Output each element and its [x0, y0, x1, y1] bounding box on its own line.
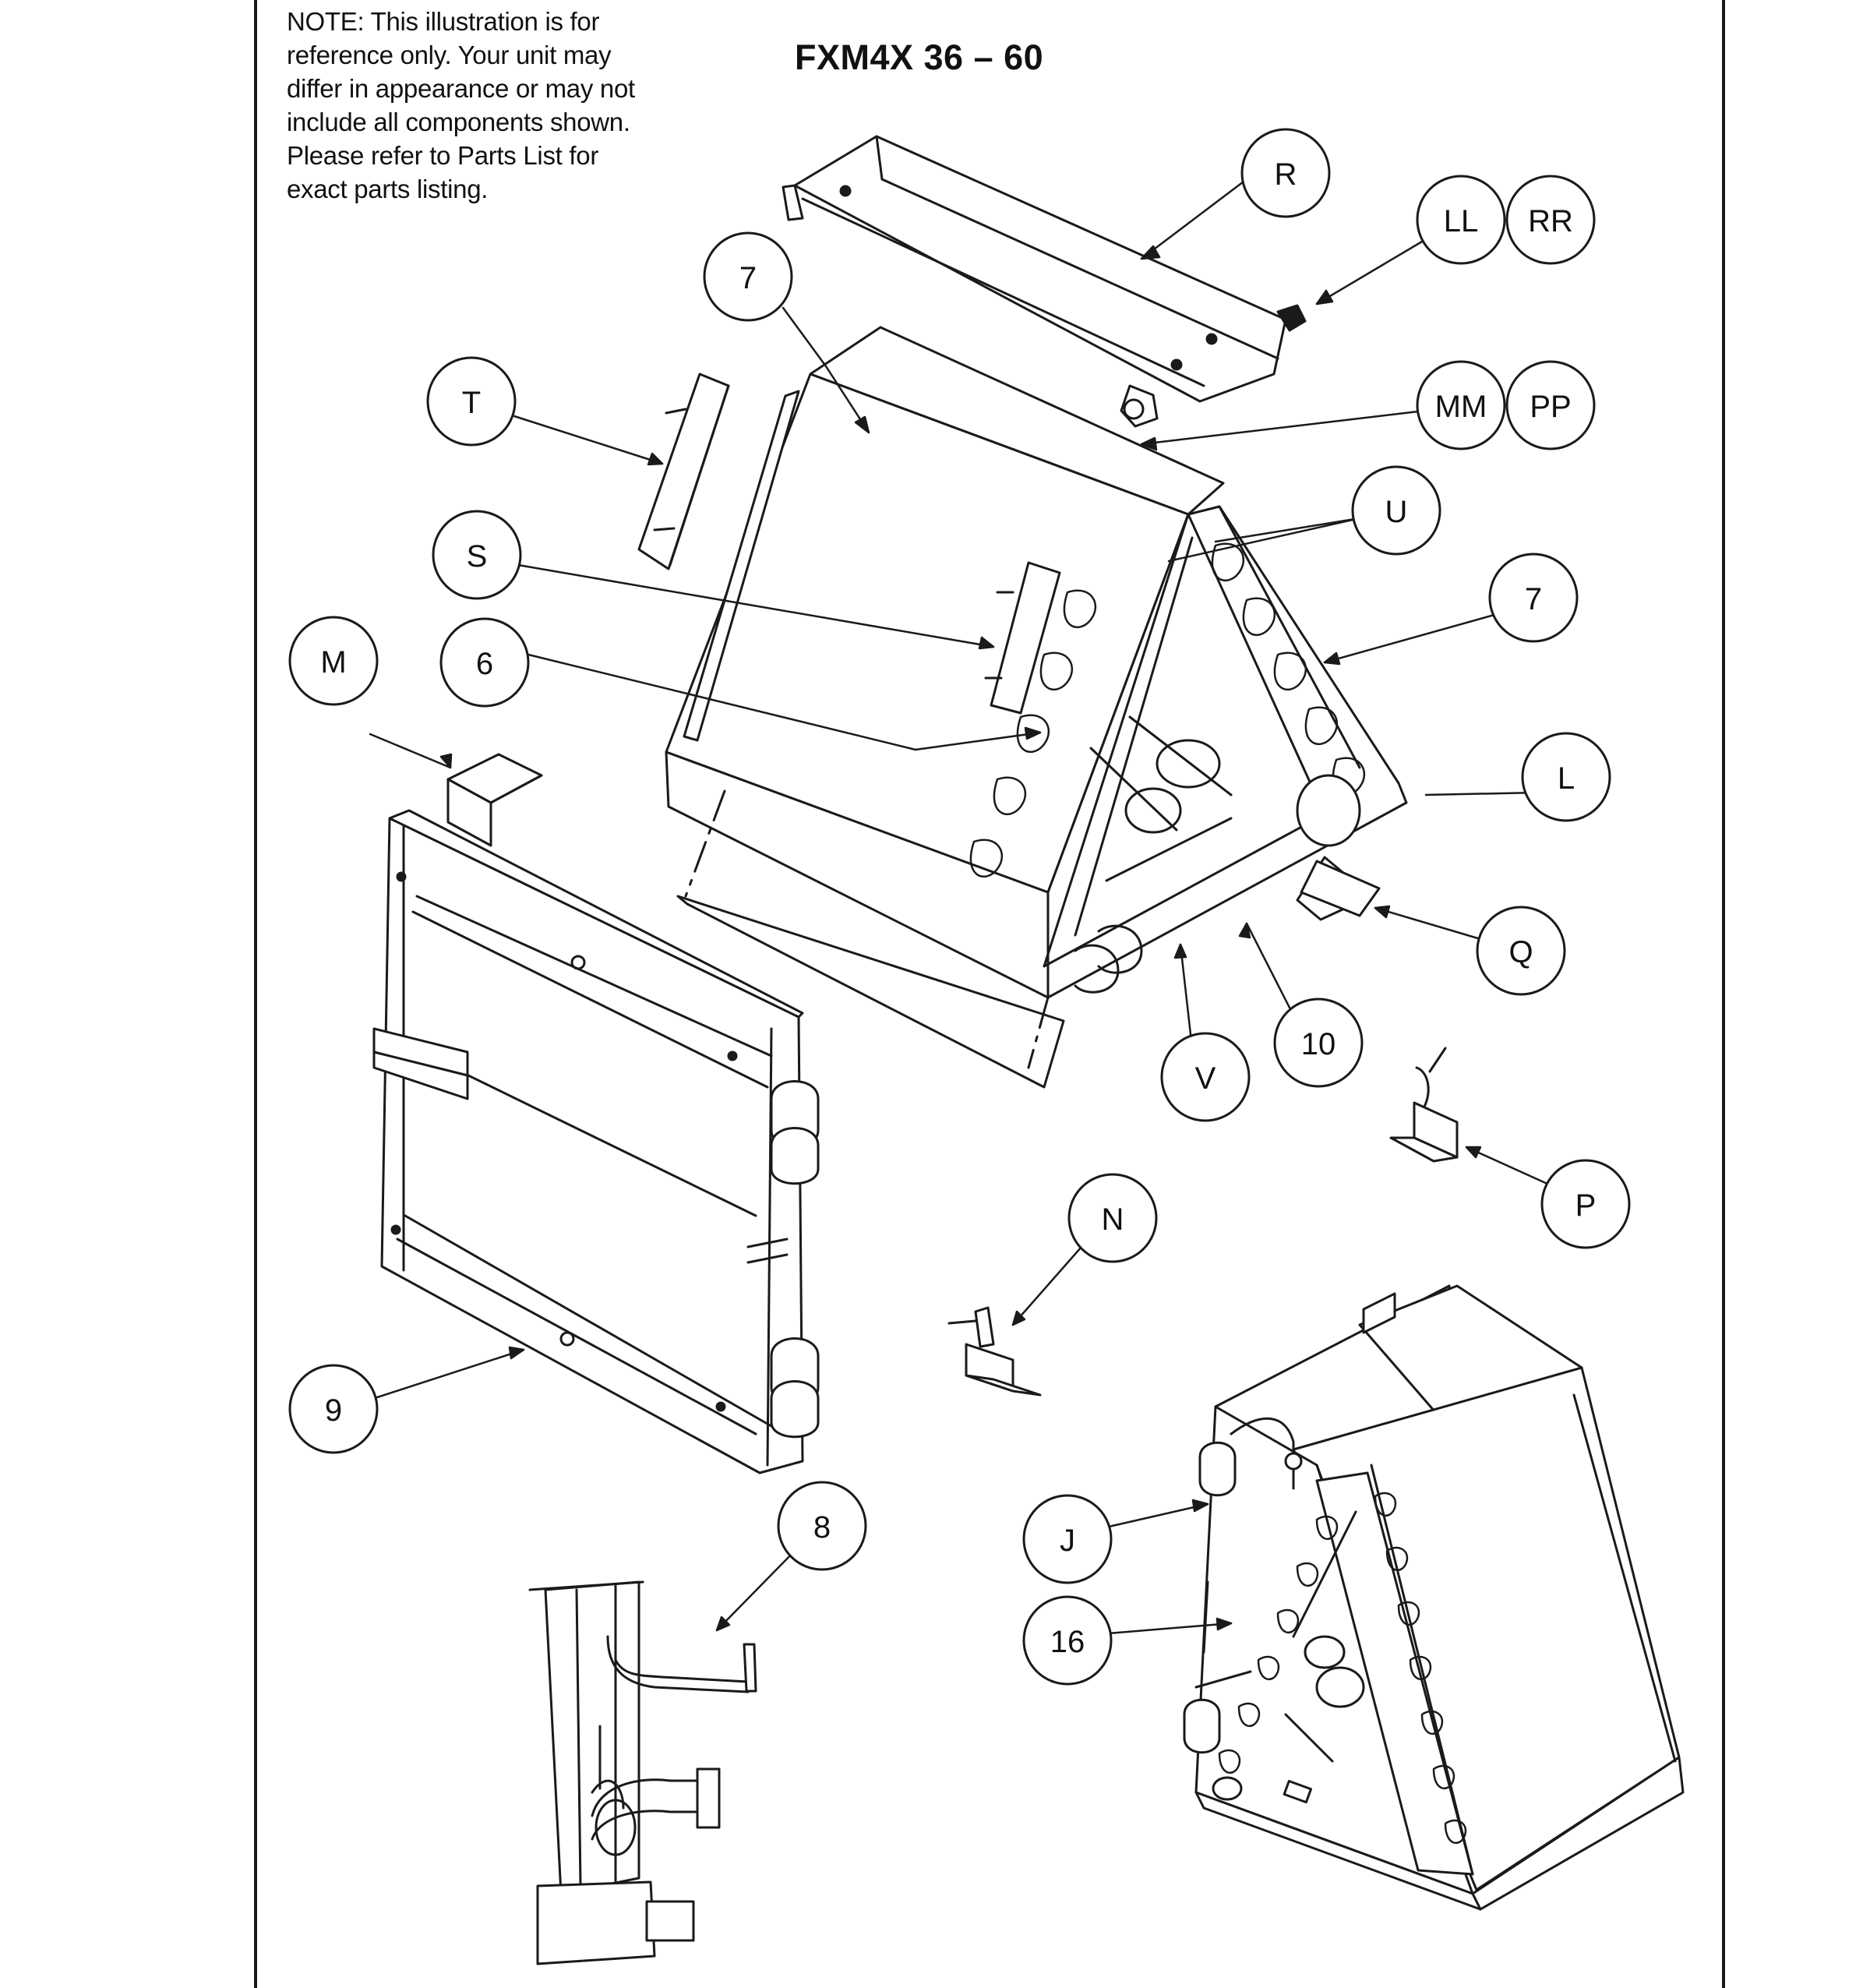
callout-9: 9	[288, 1364, 379, 1454]
callout-S-label: S	[467, 539, 488, 574]
callout-M: M	[288, 616, 379, 706]
callout-J: J	[1022, 1494, 1113, 1584]
callout-L: L	[1521, 732, 1611, 822]
top-rail-part	[782, 135, 1307, 428]
callout-9-label: 9	[325, 1393, 342, 1428]
side-panel-9	[372, 809, 820, 1474]
callout-R-label: R	[1275, 157, 1297, 192]
callout-J-label: J	[1060, 1524, 1075, 1558]
bracket-S	[990, 561, 1061, 715]
callout-T-label: T	[462, 386, 481, 420]
callout-8-label: 8	[813, 1510, 831, 1545]
callout-6: 6	[439, 617, 530, 708]
callout-V-label: V	[1195, 1061, 1216, 1096]
note-line-1: NOTE: This illustration is for	[287, 7, 600, 36]
note-line-2: reference only. Your unit may	[287, 41, 612, 69]
callout-L-label: L	[1558, 761, 1575, 796]
callout-S: S	[432, 510, 522, 600]
callout-Q: Q	[1476, 906, 1566, 996]
reference-note: NOTE: This illustration is for reference…	[287, 5, 692, 206]
callout-P: P	[1540, 1159, 1631, 1249]
plate-Q	[1300, 860, 1381, 917]
callout-T: T	[426, 356, 517, 447]
callout-7-right-label: 7	[1525, 582, 1542, 616]
callout-U-label: U	[1385, 495, 1408, 529]
callout-N-label: N	[1102, 1202, 1124, 1237]
bracket-P	[1389, 1047, 1459, 1163]
bracket-T	[637, 373, 730, 570]
distributor-assembly-8	[528, 1580, 757, 1965]
bracket-N	[947, 1306, 1042, 1397]
callout-8: 8	[777, 1481, 867, 1571]
callout-16: 16	[1022, 1595, 1113, 1686]
callout-Q-label: Q	[1508, 935, 1533, 969]
callout-10-label: 10	[1301, 1027, 1336, 1061]
callout-MM-label: MM	[1435, 390, 1487, 424]
callout-7-top-label: 7	[739, 261, 757, 295]
upper-coil-assembly	[665, 326, 1408, 1089]
callout-7-right: 7	[1488, 553, 1579, 643]
callout-LL-label: LL	[1444, 204, 1479, 238]
bracket-M	[446, 753, 543, 847]
callout-R: R	[1240, 128, 1331, 218]
callout-M-label: M	[320, 645, 346, 680]
callout-RR: RR	[1505, 175, 1596, 265]
callout-PP-label: PP	[1530, 390, 1571, 424]
model-title: FXM4X 36 – 60	[795, 37, 1044, 77]
callout-RR-label: RR	[1528, 204, 1573, 238]
callout-16-label: 16	[1050, 1625, 1085, 1659]
callout-MM: MM	[1416, 360, 1506, 450]
note-line-3: differ in appearance or may not	[287, 74, 635, 103]
callout-PP: PP	[1505, 360, 1596, 450]
callout-P-label: P	[1575, 1188, 1597, 1223]
note-line-4: include all components shown.	[287, 108, 630, 136]
callout-10: 10	[1273, 998, 1364, 1088]
callout-N: N	[1067, 1173, 1158, 1263]
callout-6-label: 6	[476, 647, 493, 681]
leader-lines	[369, 178, 1551, 1636]
callout-U: U	[1351, 465, 1441, 556]
note-line-6: exact parts listing.	[287, 175, 489, 203]
note-line-5: Please refer to Parts List for	[287, 141, 599, 170]
assembled-coil	[1183, 1284, 1685, 1911]
callout-LL: LL	[1416, 175, 1506, 265]
callout-7-top: 7	[703, 231, 793, 322]
callout-V: V	[1160, 1032, 1251, 1122]
